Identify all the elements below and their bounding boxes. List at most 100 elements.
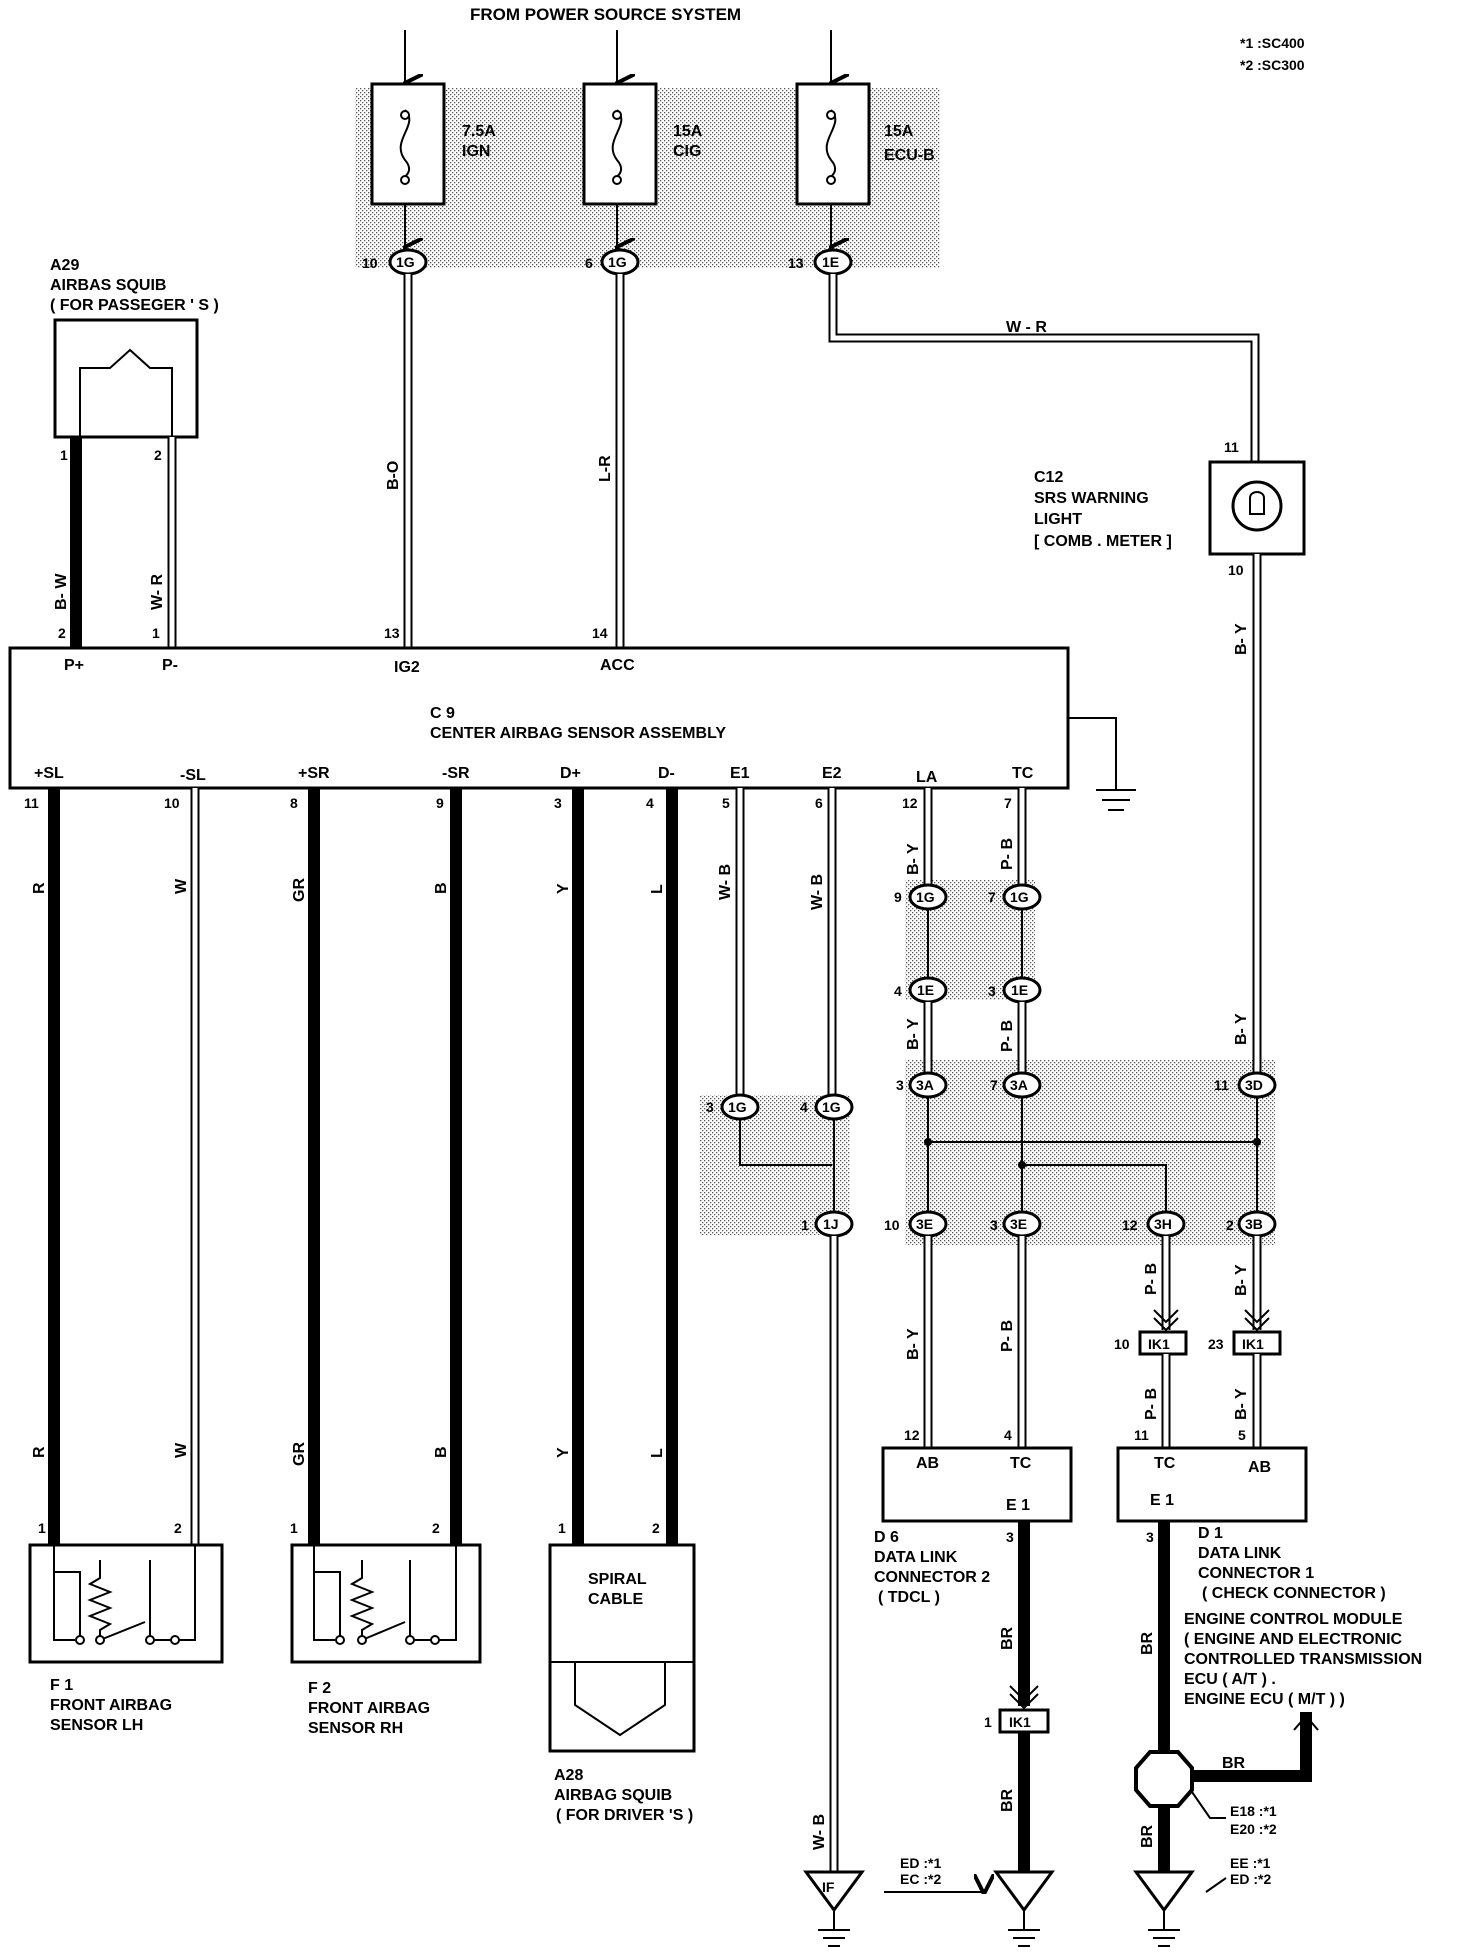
svg-text:1E: 1E: [822, 254, 839, 270]
d6-name-2: CONNECTOR 2: [874, 1569, 990, 1586]
fuse-cig-amp: 15A: [673, 123, 703, 140]
c9-pin-acc: ACC: [600, 657, 635, 674]
d6-data-link-connector-2: AB TC E 1: [881, 1446, 1073, 1523]
c9-pin-tc: TC: [1012, 765, 1034, 782]
svg-text:6: 6: [815, 795, 823, 811]
svg-text:AB: AB: [916, 1455, 939, 1472]
ground-note-ec-2: EC :*2: [900, 1871, 941, 1887]
svg-text:3E: 3E: [916, 1216, 933, 1232]
svg-text:E 1: E 1: [1150, 1492, 1174, 1509]
c9-pin-d-plus: D+: [560, 765, 581, 782]
svg-text:3B: 3B: [1245, 1216, 1263, 1232]
fuse-cig-name: CIG: [673, 143, 701, 160]
connector-1g-tc: 1G 7: [988, 883, 1042, 911]
wire-label-y-2: Y: [555, 1447, 572, 1458]
spiral-cable-a28-squib: SPIRAL CABLE: [548, 1543, 696, 1753]
connector-1e-la: 1E 4: [894, 976, 948, 1004]
wire-label-p-b-tc-3: P- B: [999, 1320, 1016, 1352]
c12-name-2: LIGHT: [1034, 511, 1082, 528]
svg-text:13: 13: [788, 255, 804, 271]
connector-1g-e2: 1G 4: [800, 1093, 854, 1121]
c9-name: CENTER AIRBAG SENSOR ASSEMBLY: [430, 725, 726, 742]
connector-3e-tc: 3E 3: [990, 1210, 1042, 1238]
svg-text:5: 5: [1238, 1427, 1246, 1443]
f1-name-1: FRONT AIRBAG: [50, 1697, 172, 1714]
ground-ee-ed: [1133, 1870, 1195, 1947]
svg-text:2: 2: [432, 1520, 440, 1536]
d1-code: D 1: [1198, 1525, 1223, 1542]
junction-block-shade-lower: [905, 1060, 1275, 1245]
a29-code: A29: [50, 257, 79, 274]
connector-3b: 3B 2: [1226, 1210, 1277, 1238]
connector-1j: 1J 1: [801, 1210, 854, 1238]
svg-text:10: 10: [884, 1217, 900, 1233]
svg-text:11: 11: [1134, 1427, 1149, 1443]
c12-name-3: [ COMB . METER ]: [1034, 533, 1172, 550]
wire-label-b-1: B: [433, 882, 450, 894]
svg-text:1G: 1G: [1010, 889, 1029, 905]
c9-pin-e1: E1: [730, 765, 750, 782]
svg-text:2: 2: [652, 1520, 660, 1536]
svg-text:2: 2: [1226, 1217, 1234, 1233]
c9-pin-sl-plus: +SL: [34, 765, 64, 782]
svg-text:3: 3: [554, 795, 562, 811]
fuse-ecu-b: 15A ECU-B: [795, 30, 935, 206]
a28-sub: ( FOR DRIVER 'S ): [556, 1807, 693, 1824]
wire-label-w-2: W: [173, 1442, 190, 1458]
svg-text:7: 7: [1004, 795, 1012, 811]
svg-text:12: 12: [1122, 1217, 1138, 1233]
wire-label-gr-1: GR: [291, 878, 308, 902]
wire-label-b-w: B- W: [53, 573, 70, 610]
svg-text:11: 11: [24, 795, 39, 811]
c9-pin-sr-plus: +SR: [298, 765, 330, 782]
d6-name-1: DATA LINK: [874, 1549, 958, 1566]
fuse-ecu-b-amp: 15A: [884, 123, 914, 140]
wire-label-b-y-la-3: B- Y: [905, 1328, 922, 1360]
wire-label-p-b-tc-2: P- B: [999, 1020, 1016, 1052]
c9-code: C 9: [430, 705, 455, 722]
connector-1g-la: 1G 9: [894, 883, 948, 911]
svg-text:4: 4: [1004, 1427, 1012, 1443]
wire-label-b-y-1: B- Y: [1233, 623, 1250, 655]
srs-warning-light: 11 10: [1208, 439, 1306, 578]
connector-ik1-tc: IK1 10: [1114, 1330, 1188, 1356]
wire-label-br-d1-2: BR: [1139, 1824, 1156, 1848]
svg-text:1: 1: [801, 1217, 809, 1233]
wire-label-gr-2: GR: [291, 1442, 308, 1466]
f1-code: F 1: [50, 1677, 73, 1694]
fuse-cig: 15A CIG: [582, 30, 703, 206]
d1-name-1: DATA LINK: [1198, 1545, 1282, 1562]
d6-code: D 6: [874, 1529, 899, 1546]
svg-text:IK1: IK1: [1242, 1336, 1264, 1352]
svg-text:TC: TC: [1010, 1455, 1032, 1472]
a28-name: AIRBAG SQUIB: [554, 1787, 672, 1804]
svg-text:10: 10: [164, 795, 180, 811]
wire-label-w-b-1: W- B: [717, 864, 734, 900]
svg-text:1: 1: [984, 1714, 992, 1730]
wire-label-r-2: R: [31, 1446, 48, 1458]
svg-text:2: 2: [174, 1520, 182, 1536]
connector-1e-tc: 1E 3: [988, 976, 1042, 1004]
ground-note-e20: E20 :*2: [1230, 1821, 1277, 1837]
svg-text:11: 11: [1214, 1077, 1229, 1093]
f1-front-airbag-sensor-lh: [28, 1543, 224, 1664]
svg-text:TC: TC: [1154, 1455, 1176, 1472]
svg-text:IK1: IK1: [1009, 1714, 1031, 1730]
svg-text:8: 8: [290, 795, 298, 811]
svg-text:1: 1: [38, 1520, 46, 1536]
svg-text:7: 7: [990, 1077, 998, 1093]
svg-text:1G: 1G: [396, 254, 415, 270]
fuse-ecu-b-name: ECU-B: [884, 147, 935, 164]
svg-text:1G: 1G: [608, 254, 627, 270]
ecm-name-2: ( ENGINE AND ELECTRONIC: [1184, 1631, 1403, 1648]
wire-label-w-b-3: W- B: [811, 1814, 828, 1850]
wire-label-b-y-la-2: B- Y: [905, 1018, 922, 1050]
ground-if: IF: [803, 1870, 865, 1947]
ground-note-ed-2: ED :*2: [1230, 1871, 1271, 1887]
svg-text:1G: 1G: [822, 1099, 841, 1115]
d6-name-3: ( TDCL ): [878, 1589, 940, 1606]
wire-label-l-2: L: [649, 1448, 666, 1458]
connector-3d: 3D 11: [1214, 1071, 1277, 1099]
power-source-title: FROM POWER SOURCE SYSTEM: [470, 5, 741, 24]
c9-pin-la: LA: [916, 769, 938, 786]
